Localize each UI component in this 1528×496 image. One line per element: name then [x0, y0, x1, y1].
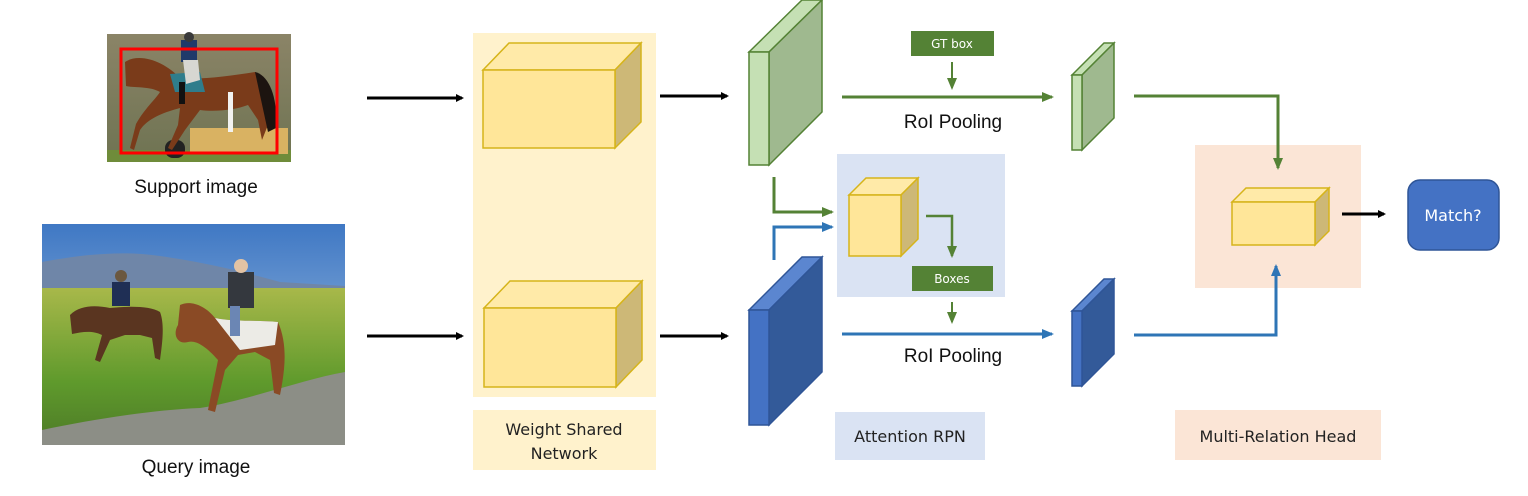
backbone-cube-query — [482, 279, 644, 389]
match-label: Match? — [1424, 206, 1481, 225]
support-to-rpn-arrow — [772, 177, 834, 217]
query-feature-map — [747, 255, 824, 427]
backbone-label-bg — [473, 410, 656, 470]
pooled-query-feature — [1070, 277, 1116, 388]
query-roi-pooling-label: RoI Pooling — [904, 346, 1002, 367]
support-to-head-arrow — [1134, 94, 1283, 170]
head-cube — [1230, 186, 1331, 247]
rpn-cube — [847, 176, 920, 258]
pooled-support-feature — [1070, 41, 1116, 152]
match-node — [1407, 179, 1500, 251]
support-image-caption: Support image — [134, 177, 258, 198]
query-to-head-arrow — [1134, 264, 1281, 337]
rpn-label-bg — [835, 412, 985, 460]
query-image-caption: Query image — [142, 457, 251, 478]
backbone-label-line2: Network — [531, 444, 599, 463]
backbone-cube-support — [481, 41, 643, 150]
head-label-bg — [1175, 410, 1381, 460]
support-roi-pooling-label: RoI Pooling — [904, 112, 1002, 133]
gt-box-label: GT box — [931, 37, 973, 51]
support-bounding-box — [119, 47, 279, 155]
support-image — [107, 32, 291, 162]
support-feature-map — [747, 0, 824, 167]
query-image — [42, 224, 345, 445]
gt-box-node — [911, 31, 994, 56]
rpn-to-boxes-arrow — [926, 214, 957, 258]
query-to-rpn-arrow — [772, 222, 834, 260]
boxes-label: Boxes — [934, 272, 970, 286]
rpn-label: Attention RPN — [854, 427, 966, 446]
head-label: Multi-Relation Head — [1200, 427, 1357, 446]
backbone-label-line1: Weight Shared — [505, 420, 622, 439]
boxes-node — [912, 266, 993, 291]
